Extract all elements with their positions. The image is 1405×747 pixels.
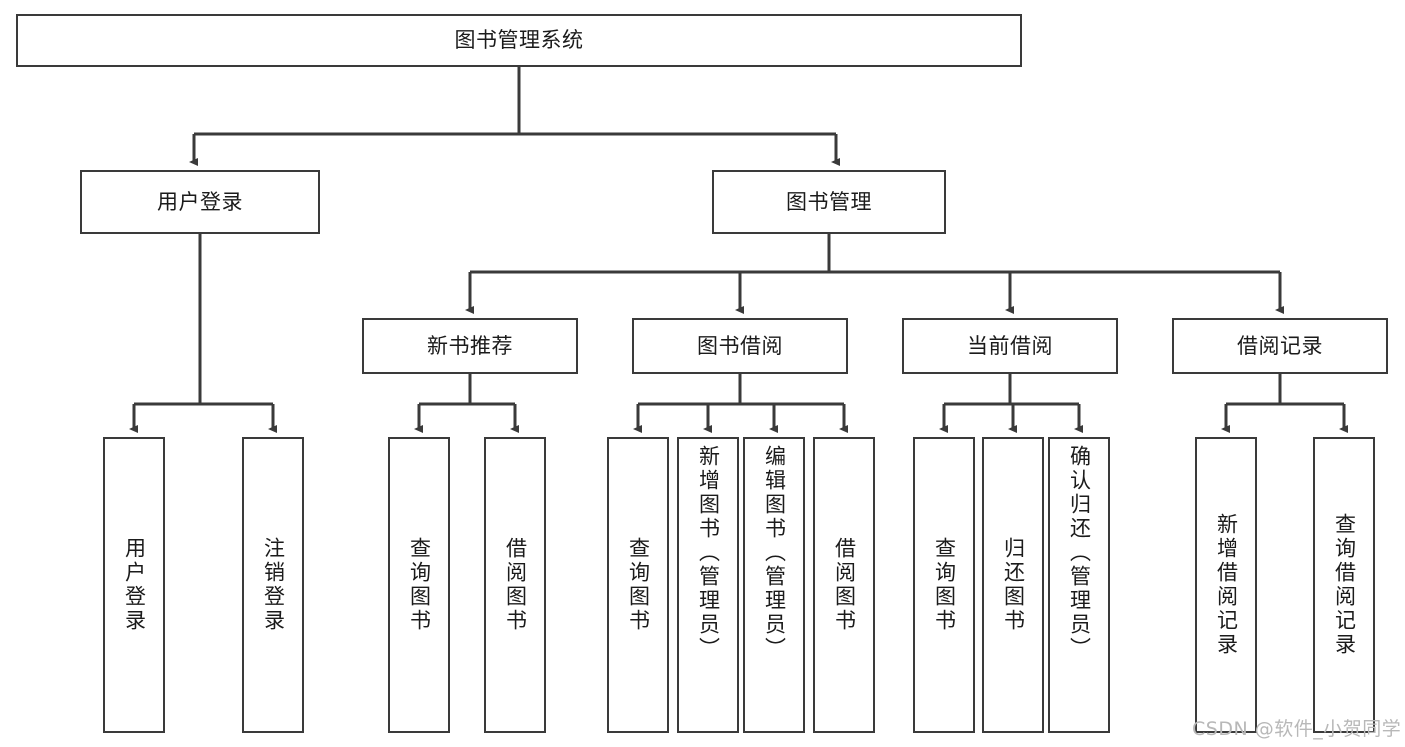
node-leaf-label: 借阅图书 — [503, 537, 528, 633]
node-user-login-label: 用户登录 — [157, 189, 243, 214]
node-root-label: 图书管理系统 — [454, 28, 584, 53]
node-leaf-label: 新增借阅记录 — [1214, 513, 1239, 657]
node-leaf-return-book[interactable]: 归还图书 — [982, 437, 1044, 733]
node-leaf-add-book-admin[interactable]: 新增图书（管理员） — [677, 437, 739, 733]
node-leaf-confirm-return-admin[interactable]: 确认归还（管理员） — [1048, 437, 1110, 733]
node-leaf-borrow-book[interactable]: 借阅图书 — [813, 437, 875, 733]
node-leaf-label: 新增图书（管理员） — [696, 445, 721, 661]
node-leaf-label: 确认归还（管理员） — [1067, 445, 1092, 661]
node-new-book-recommend-label: 新书推荐 — [427, 333, 513, 358]
node-leaf-query-borrow-record[interactable]: 查询借阅记录 — [1313, 437, 1375, 733]
node-leaf-label: 查询图书 — [626, 537, 651, 633]
node-book-management[interactable]: 图书管理 — [712, 170, 946, 234]
node-borrow-record-label: 借阅记录 — [1237, 333, 1323, 358]
node-current-borrow-label: 当前借阅 — [967, 333, 1053, 358]
node-leaf-label: 查询图书 — [932, 537, 957, 633]
node-new-book-recommend[interactable]: 新书推荐 — [362, 318, 578, 374]
node-leaf-label: 查询图书 — [407, 537, 432, 633]
node-current-borrow[interactable]: 当前借阅 — [902, 318, 1118, 374]
node-leaf-label: 用户登录 — [122, 537, 147, 633]
node-leaf-label: 注销登录 — [261, 537, 286, 633]
node-leaf-label: 查询借阅记录 — [1332, 513, 1357, 657]
node-book-management-label: 图书管理 — [786, 189, 872, 214]
node-leaf-query-book-current[interactable]: 查询图书 — [913, 437, 975, 733]
node-leaf-borrow-book-new[interactable]: 借阅图书 — [484, 437, 546, 733]
node-leaf-logout[interactable]: 注销登录 — [242, 437, 304, 733]
node-borrow-record[interactable]: 借阅记录 — [1172, 318, 1388, 374]
node-book-borrow[interactable]: 图书借阅 — [632, 318, 848, 374]
node-leaf-add-borrow-record[interactable]: 新增借阅记录 — [1195, 437, 1257, 733]
node-leaf-label: 借阅图书 — [832, 537, 857, 633]
node-leaf-query-book[interactable]: 查询图书 — [607, 437, 669, 733]
node-leaf-label: 归还图书 — [1001, 537, 1026, 633]
node-user-login[interactable]: 用户登录 — [80, 170, 320, 234]
watermark: CSDN @软件_小贺同学 — [1192, 718, 1402, 740]
node-book-borrow-label: 图书借阅 — [697, 333, 783, 358]
node-leaf-label: 编辑图书（管理员） — [762, 445, 787, 661]
node-leaf-query-book-new[interactable]: 查询图书 — [388, 437, 450, 733]
node-leaf-edit-book-admin[interactable]: 编辑图书（管理员） — [743, 437, 805, 733]
node-leaf-user-login[interactable]: 用户登录 — [103, 437, 165, 733]
node-root[interactable]: 图书管理系统 — [16, 14, 1022, 67]
